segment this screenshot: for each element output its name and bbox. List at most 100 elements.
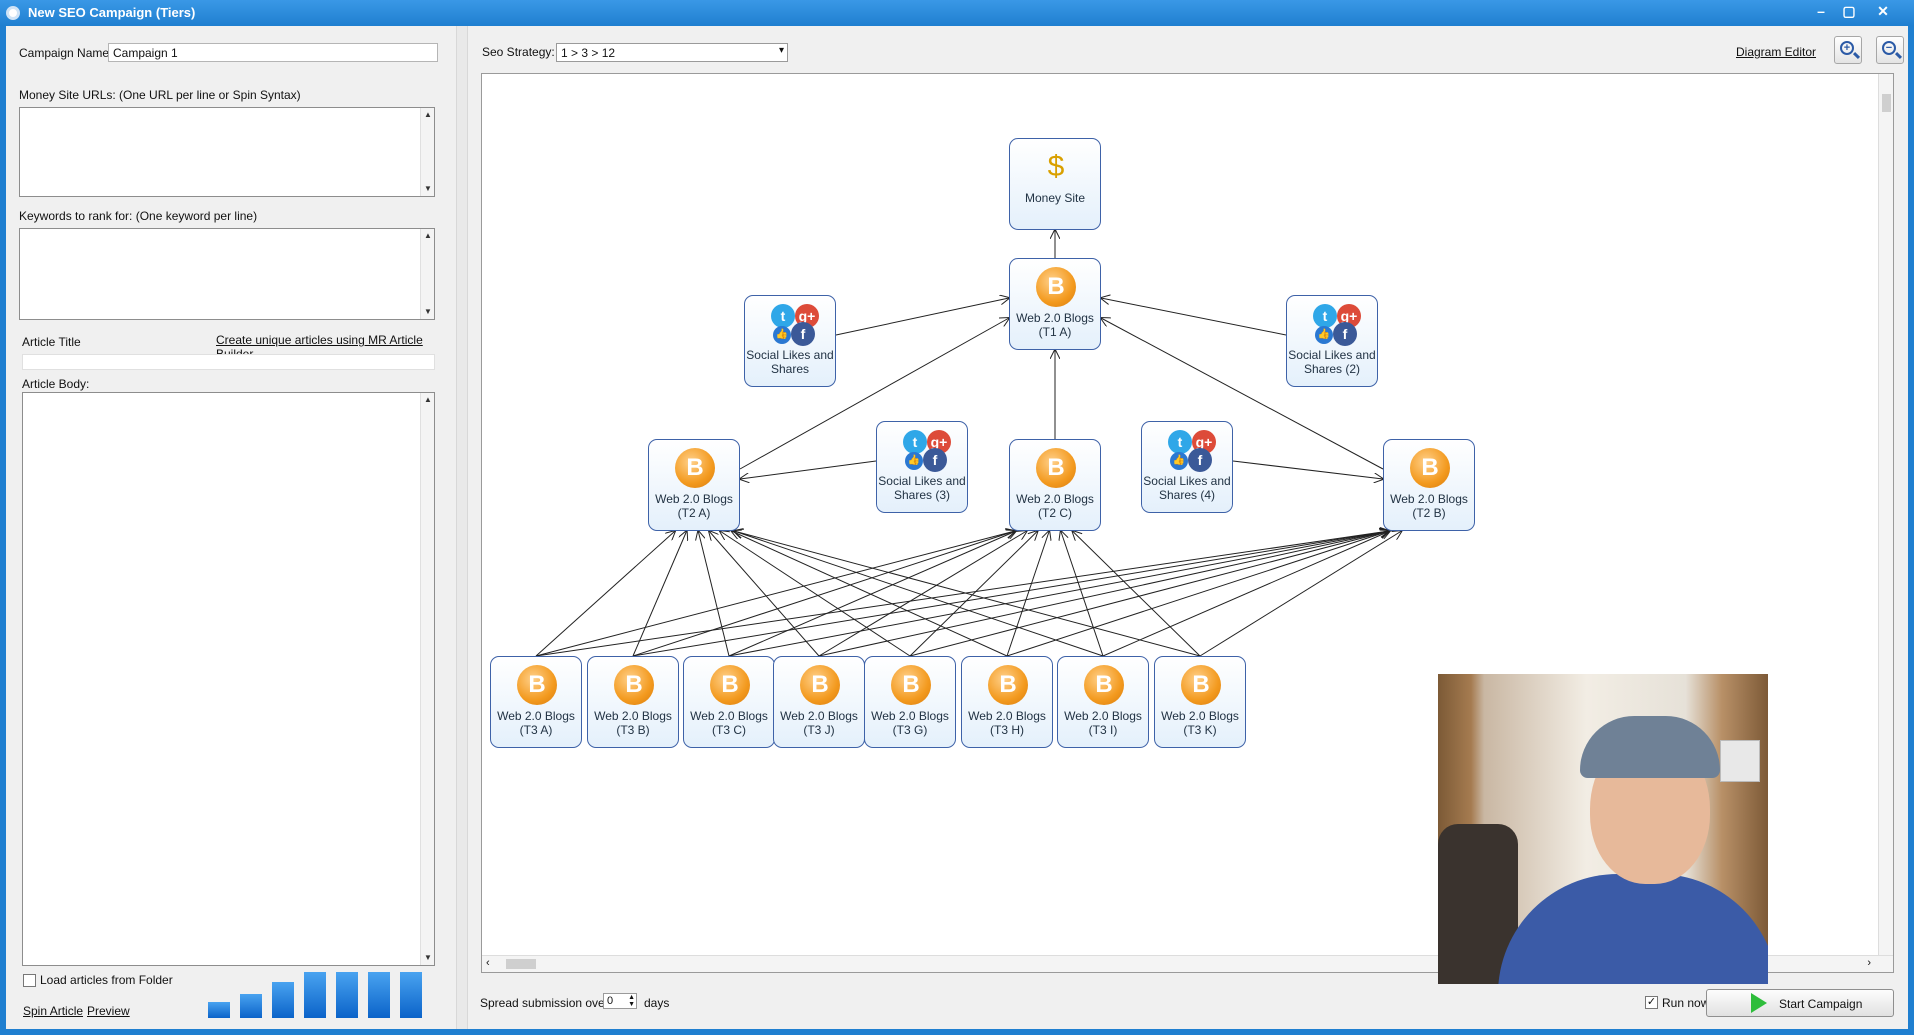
- diagram-edge: [818, 531, 1027, 657]
- diagram-node-label: Web 2.0 Blogs (T3 I): [1064, 709, 1142, 737]
- diagram-node-label: Money Site: [1024, 191, 1086, 205]
- scroll-right-icon[interactable]: ›: [1867, 957, 1871, 969]
- diagram-edge: [698, 531, 730, 657]
- diagram-edge: [1102, 531, 1390, 657]
- stepper-arrows-icon[interactable]: ▲▼: [628, 994, 635, 1008]
- diagram-node-label: Web 2.0 Blogs (T3 K): [1161, 709, 1239, 737]
- urls-scrollbar[interactable]: ▲▼: [420, 108, 434, 196]
- blogger-icon: B: [1410, 448, 1450, 488]
- blogger-icon: B: [1036, 267, 1076, 307]
- article-title-label: Article Title: [22, 335, 81, 349]
- blogger-icon: B: [710, 665, 750, 705]
- keywords-textarea[interactable]: ▲▼: [19, 228, 435, 320]
- blogger-icon: B: [675, 448, 715, 488]
- preview-link[interactable]: Preview: [87, 1004, 130, 1018]
- scroll-down-icon[interactable]: ▼: [424, 307, 432, 316]
- diagram-node-blog[interactable]: B Web 2.0 Blogs (T3 I): [1057, 656, 1149, 748]
- blogger-icon: B: [988, 665, 1028, 705]
- diagram-edge: [1072, 531, 1201, 657]
- diagram-vertical-scrollbar[interactable]: [1878, 74, 1893, 957]
- diagram-edge: [1006, 531, 1049, 657]
- diagram-edge: [739, 318, 1009, 470]
- diagram-edge: [909, 531, 1038, 657]
- diagram-node-label: Web 2.0 Blogs (T3 J): [780, 709, 858, 737]
- zoom-out-button[interactable]: −: [1876, 36, 1904, 64]
- money-site-urls-textarea[interactable]: ▲▼: [19, 107, 435, 197]
- spread-days-value: 0: [607, 995, 614, 1007]
- diagram-edge: [732, 531, 1008, 657]
- blogger-icon: B: [1181, 665, 1221, 705]
- blogger-icon: B: [1084, 665, 1124, 705]
- play-icon: [1751, 993, 1767, 1013]
- article-body-textarea[interactable]: ▲▼: [22, 392, 435, 966]
- diagram-edge: [632, 531, 1389, 657]
- scroll-up-icon[interactable]: ▲: [424, 110, 432, 119]
- diagram-edge: [1101, 318, 1384, 470]
- spread-days-stepper[interactable]: 0 ▲▼: [603, 993, 637, 1009]
- minimize-button[interactable]: –: [1817, 3, 1825, 19]
- right-panel: Seo Strategy: 1 > 3 > 12 ▾ Diagram Edito…: [468, 26, 1908, 1029]
- run-now-checkbox[interactable]: ✓: [1645, 996, 1658, 1009]
- diagram-node-label: Web 2.0 Blogs (T3 H): [968, 709, 1046, 737]
- seo-strategy-value: 1 > 3 > 12: [561, 46, 616, 60]
- diagram-node-blog[interactable]: B Web 2.0 Blogs (T3 K): [1154, 656, 1246, 748]
- maximize-button[interactable]: ▢: [1842, 3, 1856, 19]
- campaign-name-input[interactable]: Campaign 1: [108, 43, 438, 62]
- diagram-editor-link[interactable]: Diagram Editor: [1736, 45, 1817, 59]
- air-conditioner-image: [1720, 740, 1760, 782]
- diagram-node-label: Web 2.0 Blogs (T3 C): [690, 709, 768, 737]
- blogger-icon: B: [614, 665, 654, 705]
- scroll-up-icon[interactable]: ▲: [424, 395, 432, 404]
- diagram-edge: [1232, 460, 1383, 479]
- scroll-down-icon[interactable]: ▼: [424, 184, 432, 193]
- diagram-edge: [709, 531, 820, 657]
- panel-splitter[interactable]: [456, 26, 468, 1029]
- blogger-icon: B: [1036, 448, 1076, 488]
- keywords-label: Keywords to rank for: (One keyword per l…: [19, 209, 258, 223]
- seo-strategy-select[interactable]: 1 > 3 > 12 ▾: [556, 43, 788, 62]
- spin-article-link[interactable]: Spin Article: [23, 1004, 84, 1018]
- close-button[interactable]: ✕: [1877, 3, 1889, 19]
- start-campaign-button[interactable]: Start Campaign: [1706, 989, 1894, 1017]
- diagram-edge: [818, 531, 1389, 657]
- keywords-scrollbar[interactable]: ▲▼: [420, 229, 434, 319]
- window-title: New SEO Campaign (Tiers): [28, 5, 196, 20]
- article-body-scrollbar[interactable]: ▲▼: [420, 393, 434, 965]
- blogger-icon: B: [891, 665, 931, 705]
- diagram-node-blog[interactable]: B Web 2.0 Blogs (T3 H): [961, 656, 1053, 748]
- presenter-cap: [1580, 716, 1720, 778]
- diagram-node-money[interactable]: $ Money Site: [1009, 138, 1101, 230]
- diagram-edges: [535, 74, 1894, 657]
- diagram-edge: [535, 531, 675, 657]
- money-site-urls-label: Money Site URLs: (One URL per line or Sp…: [19, 88, 301, 102]
- scroll-up-icon[interactable]: ▲: [424, 231, 432, 240]
- diagram-node-label: Web 2.0 Blogs (T3 A): [497, 709, 575, 737]
- zoom-in-button[interactable]: +: [1834, 36, 1862, 64]
- scroll-left-icon[interactable]: ‹: [486, 957, 490, 969]
- diagram-edge: [835, 298, 1009, 336]
- diagram-edge: [1101, 298, 1287, 336]
- scroll-down-icon[interactable]: ▼: [424, 953, 432, 962]
- diagram-node-blog[interactable]: B Web 2.0 Blogs (T3 C): [683, 656, 775, 748]
- app-icon: [6, 6, 20, 20]
- article-title-input[interactable]: [22, 354, 435, 370]
- load-folder-checkbox[interactable]: [23, 974, 36, 987]
- diagram-edge: [734, 531, 1104, 657]
- diagram-edge: [728, 531, 1016, 657]
- money-bag-icon: $: [1047, 150, 1065, 183]
